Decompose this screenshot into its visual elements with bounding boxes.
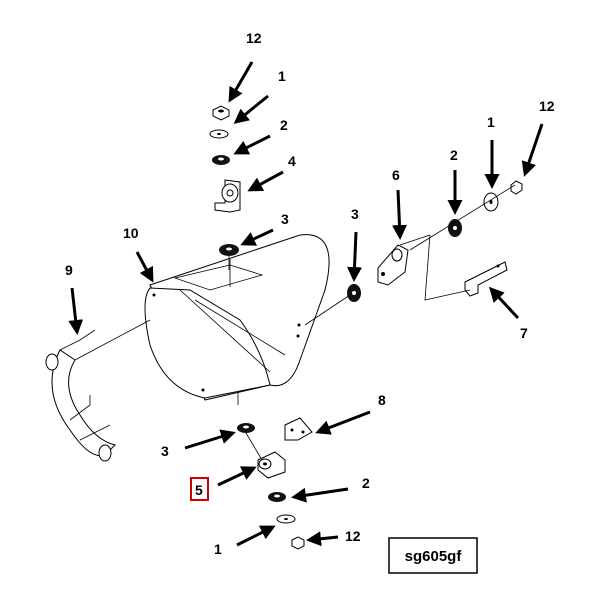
highlight-box-5 bbox=[190, 477, 209, 501]
callout-12-lower: 12 bbox=[345, 528, 361, 544]
nut-top bbox=[212, 105, 230, 121]
callout-4: 4 bbox=[288, 153, 296, 169]
lockwasher-lower bbox=[268, 492, 286, 502]
pivot-bracket-part-8 bbox=[284, 417, 313, 441]
mount-bracket-part-4 bbox=[214, 179, 241, 213]
figure-code-box: sg605gf bbox=[388, 537, 478, 574]
callout-8: 8 bbox=[378, 392, 386, 408]
callout-3-lower: 3 bbox=[161, 443, 169, 459]
washer-right bbox=[483, 192, 499, 212]
shaft-line-lower bbox=[245, 432, 263, 461]
callout-3-mid: 3 bbox=[351, 206, 359, 222]
figure-code: sg605gf bbox=[405, 548, 463, 565]
callout-7: 7 bbox=[520, 325, 528, 341]
callout-12-top: 12 bbox=[246, 30, 262, 46]
callout-5: 5 bbox=[195, 482, 203, 498]
leader-arrows bbox=[68, 61, 544, 547]
callout-1-lower: 1 bbox=[214, 541, 222, 557]
gear-washer-mid bbox=[347, 284, 361, 302]
callout-3-upper: 3 bbox=[281, 211, 289, 227]
callout-2-right: 2 bbox=[450, 147, 458, 163]
washer-top bbox=[209, 129, 229, 139]
callout-2-top: 2 bbox=[280, 117, 288, 133]
lockwasher-top bbox=[212, 155, 230, 165]
callout-9: 9 bbox=[65, 262, 73, 278]
nut-lower bbox=[291, 536, 305, 550]
callout-2-lower: 2 bbox=[362, 475, 370, 491]
lockwasher-right bbox=[448, 219, 462, 237]
gear-washer-lower bbox=[237, 423, 255, 433]
pivot-bracket-part-6 bbox=[377, 234, 431, 286]
nut-right bbox=[510, 180, 523, 195]
callout-12-right: 12 bbox=[539, 98, 555, 114]
shaft-line-right bbox=[409, 184, 516, 251]
callout-1-top: 1 bbox=[278, 68, 286, 84]
callout-6: 6 bbox=[392, 167, 400, 183]
callout-labels: 12 1 2 4 3 10 9 3 6 2 1 12 7 8 3 5 2 1 1… bbox=[65, 30, 555, 557]
bracket-part-9 bbox=[45, 319, 151, 462]
shaft-line bbox=[304, 294, 351, 326]
washer-lower bbox=[276, 514, 296, 524]
gear-washer-upper bbox=[219, 244, 239, 270]
housing-part-10 bbox=[144, 234, 330, 405]
callout-10: 10 bbox=[123, 225, 139, 241]
plate-part-7 bbox=[424, 234, 508, 301]
spacer-part-5 bbox=[257, 451, 286, 479]
callout-1-right: 1 bbox=[487, 114, 495, 130]
